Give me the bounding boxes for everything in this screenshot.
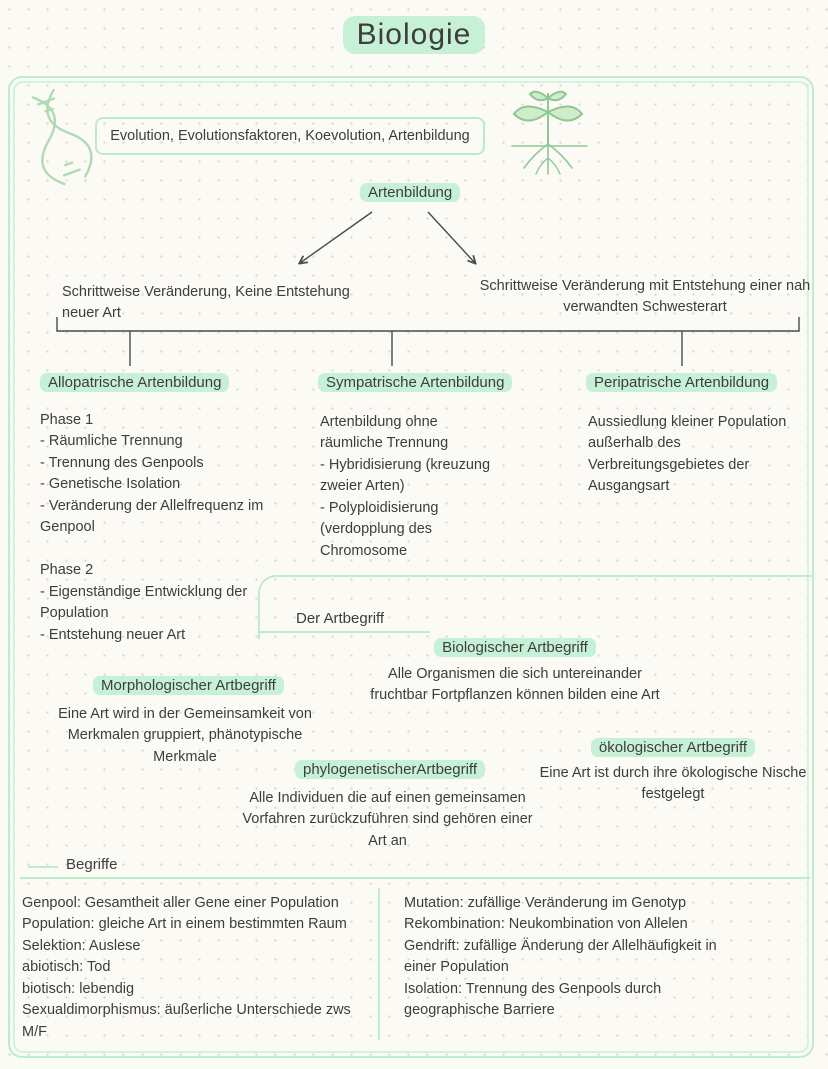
note-no-new-species: Schrittweise Veränderung, Keine Entstehu… [62, 284, 350, 322]
main-frame-border [8, 76, 814, 1058]
seedling-root [547, 143, 573, 169]
begriffe-column-divider [378, 888, 380, 1040]
body-biologischer-artbegriff: Alle Organismen die sich untereinander f… [370, 666, 660, 704]
dna-strand-2 [46, 88, 93, 178]
begriffe-label-dash [28, 866, 58, 868]
dna-rung [37, 97, 56, 106]
heading-allopatrische-artenbildung: Allopatrische Artenbildung [40, 373, 230, 392]
body-peripatrische: Aussiedlung kleiner Population außerhalb… [588, 414, 787, 495]
seedling-root [535, 157, 549, 175]
seedling-root [523, 143, 549, 169]
heading-sympatrische-artenbildung: Sympatrische Artenbildung [318, 373, 513, 392]
dna-rung [44, 107, 54, 113]
seedling-leaf [546, 105, 584, 122]
heading-oekologischer-artbegriff: ökologischer Artbegriff [528, 738, 818, 757]
heading-oekologischer-text: ökologischer Artbegriff [590, 738, 756, 757]
heading-morphologischer-artbegriff: Morphologischer Artbegriff [93, 676, 284, 695]
begriffe-section-label: Begriffe [66, 856, 118, 873]
artbegriff-label-line [258, 631, 430, 633]
dna-rung [62, 168, 81, 177]
heading-peripatrische-text: Peripatrische Artenbildung [586, 373, 778, 392]
dna-icon [31, 88, 93, 186]
topic-box-text: Evolution, Evolutionsfaktoren, Koevoluti… [110, 128, 470, 144]
page-title-text: Biologie [342, 16, 486, 54]
heading-biologischer-text: Biologischer Artbegriff [434, 638, 596, 657]
heading-allopatrische-text: Allopatrische Artenbildung [40, 373, 230, 392]
heading-morphologischer-text: Morphologischer Artbegriff [93, 676, 284, 695]
seedling-leaf [528, 90, 550, 102]
body-allopatrische: Phase 1 - Räumliche Trennung - Trennung … [40, 412, 264, 643]
root-node-text: Artenbildung [360, 183, 461, 202]
body-morphologischer-artbegriff: Eine Art wird in der Gemeinsamkeit von M… [58, 706, 312, 765]
topic-box: Evolution, Evolutionsfaktoren, Koevoluti… [95, 117, 485, 155]
heading-phylogenetischer-artbegriff: phylogenetischerArtbegriff [240, 760, 540, 779]
body-oekologischer-artbegriff: Eine Art ist durch ihre ökologische Nisc… [539, 765, 807, 803]
seedling-icon [511, 90, 588, 175]
seedling-root [547, 157, 561, 175]
page-title: Biologie [0, 16, 828, 54]
begriffe-section-line [20, 877, 810, 879]
note-sister-species: Schrittweise Veränderung mit Entstehung … [479, 278, 811, 316]
root-node-artenbildung: Artenbildung [360, 183, 461, 202]
dna-rung [64, 161, 74, 167]
seedling-leaf [546, 90, 568, 102]
heading-peripatrische-artenbildung: Peripatrische Artenbildung [586, 373, 778, 392]
begriffe-definitions-left: Genpool: Gesamtheit aller Gene einer Pop… [22, 895, 351, 1040]
artbegriff-section-border [258, 575, 814, 639]
body-sympatrische: Artenbildung ohne räumliche Trennung - H… [320, 414, 491, 559]
heading-phylogenetischer-text: phylogenetischerArtbegriff [295, 760, 485, 779]
begriffe-definitions-right: Mutation: zufällige Veränderung im Genot… [404, 895, 717, 1019]
body-phylogenetischer-artbegriff: Alle Individuen die auf einen gemeinsame… [242, 790, 533, 849]
seedling-leaf [512, 105, 550, 122]
artbegriff-section-label: Der Artbegriff [296, 610, 385, 627]
heading-biologischer-artbegriff: Biologischer Artbegriff [340, 638, 690, 657]
heading-sympatrische-text: Sympatrische Artenbildung [318, 373, 513, 392]
